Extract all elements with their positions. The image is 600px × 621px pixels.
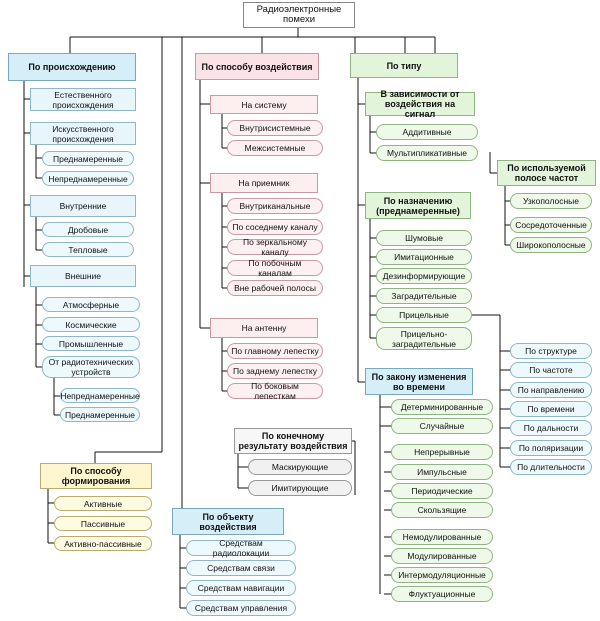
type-law-item: Непрерывные bbox=[391, 444, 493, 460]
method-header: По способу воздействия bbox=[195, 53, 319, 80]
type-aim-item: По времени bbox=[510, 401, 592, 417]
type-law-item: Интермодуляционные bbox=[391, 567, 493, 583]
root-title: Радиоэлектронные помехи bbox=[243, 2, 355, 28]
type-aim-item: По частоте bbox=[510, 362, 592, 378]
type-law: По закону изменения во времени bbox=[365, 368, 473, 395]
type-aim-item: По дальности bbox=[510, 420, 592, 436]
formation-item: Активно-пассивные bbox=[54, 536, 152, 551]
method-receiver-item: Внутриканальные bbox=[227, 198, 323, 214]
origin-external-item: Атмосферные bbox=[42, 297, 140, 312]
type-band-item: Узкополосные bbox=[510, 193, 592, 209]
type-law-item: Случайные bbox=[391, 418, 493, 434]
type-header: По типу bbox=[350, 53, 458, 78]
method-antenna-item: По боковым лепесткам bbox=[227, 381, 323, 401]
origin-internal-item: Тепловые bbox=[42, 242, 134, 257]
type-purpose-item: Заградительные bbox=[376, 288, 472, 304]
method-system: На систему bbox=[210, 95, 318, 114]
method-receiver: На приемник bbox=[210, 173, 318, 193]
type-band-item: Сосредоточенные bbox=[510, 217, 592, 233]
origin-external: Внешние bbox=[30, 265, 136, 287]
target-item: Средствам управления bbox=[186, 600, 296, 616]
origin-header: По происхождению bbox=[8, 53, 136, 81]
type-aim-item: По поляризации bbox=[510, 440, 592, 456]
target-header: По объекту воздействия bbox=[172, 508, 284, 535]
method-receiver-item: Вне рабочей полосы bbox=[227, 280, 323, 296]
type-law-item: Флуктуационные bbox=[391, 586, 493, 602]
method-system-item: Внутрисистемные bbox=[227, 120, 323, 136]
method-antenna-item: По главному лепестку bbox=[227, 343, 323, 359]
method-receiver-item: По зеркальному каналу bbox=[227, 237, 323, 257]
type-signal-item: Мультипликативные bbox=[376, 145, 478, 161]
type-purpose-item: Шумовые bbox=[376, 230, 472, 246]
target-item: Средствам навигации bbox=[186, 580, 296, 596]
type-aim-item: По длительности bbox=[510, 459, 592, 475]
type-signal-item: Аддитивные bbox=[376, 124, 478, 140]
type-purpose-aimed: Прицельные bbox=[376, 307, 472, 323]
type-purpose-item: Прицельно-заградительные bbox=[376, 327, 472, 350]
method-receiver-item: По соседнему каналу bbox=[227, 219, 323, 235]
type-law-item: Немодулированные bbox=[391, 529, 493, 545]
origin-radio-item: Непреднамеренные bbox=[60, 388, 140, 403]
type-signal: В зависимости от воздействия на сигнал bbox=[365, 89, 475, 119]
type-aim-item: По структуре bbox=[510, 343, 592, 359]
origin-external-radio: От радиотехнических устройств bbox=[42, 356, 140, 378]
type-band: По используемой полосе частот bbox=[497, 160, 596, 186]
method-system-item: Межсистемные bbox=[227, 140, 323, 156]
type-aim-item: По направлению bbox=[510, 382, 592, 398]
origin-natural: Естественного происхождения bbox=[30, 88, 136, 111]
result-item: Маскирующие bbox=[248, 459, 352, 475]
formation-item: Активные bbox=[54, 496, 152, 511]
type-law-item: Детерминированные bbox=[391, 399, 493, 415]
method-receiver-item: По побочным каналам bbox=[227, 258, 323, 278]
result-header: По конечному результату воздействия bbox=[234, 428, 352, 454]
type-law-item: Скользящие bbox=[391, 502, 493, 518]
type-law-item: Модулированные bbox=[391, 548, 493, 564]
type-purpose-item: Дезинформирующие bbox=[376, 268, 472, 284]
target-item: Средствам радиолокации bbox=[186, 538, 296, 558]
type-law-item: Импульсные bbox=[391, 464, 493, 480]
result-item: Имитирующие bbox=[248, 480, 352, 496]
method-antenna-item: По заднему лепестку bbox=[227, 363, 323, 379]
type-purpose: По назначению (преднамеренные) bbox=[365, 192, 471, 219]
origin-external-item: Промышленные bbox=[42, 336, 140, 351]
formation-header: По способу формирования bbox=[40, 463, 152, 489]
method-antenna: На антенну bbox=[210, 318, 318, 338]
origin-internal-item: Дробовые bbox=[42, 222, 134, 237]
origin-artificial-item: Непреднамеренные bbox=[42, 171, 134, 186]
formation-item: Пассивные bbox=[54, 516, 152, 531]
origin-internal: Внутренние bbox=[30, 195, 136, 217]
origin-radio-item: Преднамеренные bbox=[60, 407, 140, 422]
origin-external-item: Космические bbox=[42, 317, 140, 332]
target-item: Средствам связи bbox=[186, 560, 296, 576]
origin-artificial: Искусственного происхождения bbox=[30, 122, 136, 145]
type-band-item: Широкополосные bbox=[510, 237, 592, 253]
origin-artificial-item: Преднамеренные bbox=[42, 151, 134, 166]
type-law-item: Периодические bbox=[391, 483, 493, 499]
type-purpose-item: Имитационные bbox=[376, 249, 472, 265]
